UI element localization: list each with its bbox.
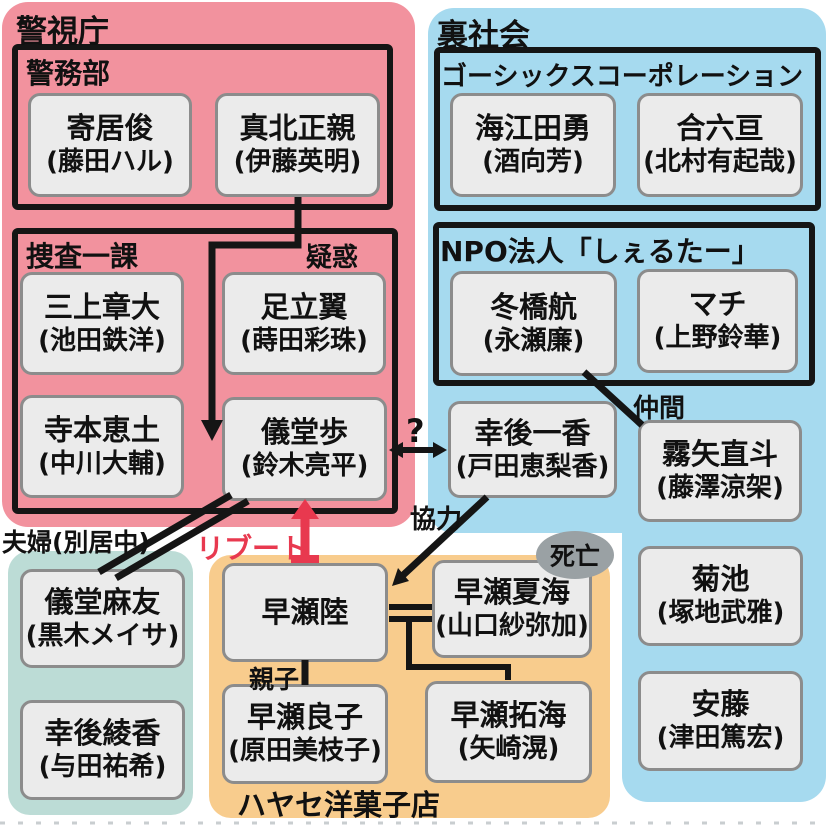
couple-separated-label: 夫婦(別居中): [2, 528, 150, 557]
person-name: 早瀬夏海: [453, 575, 570, 609]
person-card-hayase-natsumi: 早瀬夏海 (山口紗弥加): [432, 560, 592, 658]
person-actor: (矢崎滉): [457, 734, 560, 764]
person-actor: (黒木メイサ): [25, 620, 180, 651]
person-actor: (酒向芳): [482, 147, 584, 177]
comrade-label: 仲間: [633, 394, 686, 424]
person-name: 儀堂歩: [260, 415, 348, 449]
person-name: 安藤: [691, 687, 750, 721]
person-name: 寄居俊: [66, 111, 154, 145]
person-card-gidou-mayu: 儀堂麻友 (黒木メイサ): [20, 569, 185, 668]
person-card-hayase-ryouko: 早瀬良子 (原田美枝子): [222, 684, 388, 784]
keimubu-title: 警務部: [26, 57, 111, 90]
person-actor: (鈴木亮平): [240, 451, 369, 481]
person-card-machi: マチ (上野鈴華): [637, 269, 798, 373]
person-name: 足立翼: [260, 289, 348, 324]
person-card-fuyuhashi: 冬橋航 (永瀬廉): [450, 271, 617, 376]
person-name: 真北正親: [239, 111, 356, 145]
question-label: ?: [406, 412, 425, 450]
person-name: 菊池: [691, 562, 750, 596]
person-actor: (永瀬廉): [482, 325, 585, 356]
bakery-title: ハヤセ洋菓子店: [237, 788, 441, 822]
npo-title: NPO法人「しぇるたー」: [440, 235, 760, 268]
gosix-title: ゴーシックスコーポレーション: [441, 62, 804, 92]
person-name: 寺本恵土: [43, 412, 160, 447]
person-name: 霧矢直斗: [661, 437, 778, 471]
person-actor: (藤澤涼架): [656, 473, 784, 503]
person-card-yorii: 寄居俊 (藤田ハル): [28, 93, 192, 197]
person-actor: (塚地武雅): [656, 598, 785, 628]
cooperation-label: 協力: [410, 505, 463, 535]
person-card-kougo-ayaka: 幸後綾香 (与田祐希): [20, 700, 185, 800]
person-name: 三上章大: [43, 289, 160, 324]
person-card-andou: 安藤 (津田篤宏): [638, 671, 803, 771]
person-actor: (藤田ハル): [46, 147, 174, 177]
person-name: 海江田勇: [474, 111, 591, 145]
person-card-kougo-ichika: 幸後一香 (戸田恵梨香): [448, 401, 617, 498]
person-name: 早瀬良子: [246, 700, 363, 734]
person-card-makita: 真北正親 (伊藤英明): [215, 93, 380, 197]
person-card-kaieda: 海江田勇 (酒向芳): [450, 93, 616, 197]
person-card-adachi: 足立翼 (蒔田彩珠): [222, 272, 386, 375]
person-card-mikami: 三上章大 (池田鉄洋): [20, 272, 184, 375]
person-actor: (上野鈴華): [653, 323, 782, 353]
person-card-gidou: 儀堂歩 (鈴木亮平): [222, 397, 387, 501]
sousaikka-title: 捜査一課: [26, 240, 139, 273]
person-name: 幸後綾香: [44, 716, 161, 750]
person-actor: (蒔田彩珠): [240, 325, 368, 356]
person-card-kikuchi: 菊池 (塚地武雅): [638, 546, 803, 646]
person-name: 冬橋航: [489, 289, 577, 324]
underworld-title: 裏社会: [437, 18, 530, 54]
person-actor: (中川大輔): [38, 448, 166, 479]
person-card-hayase-takumi: 早瀬拓海 (矢崎滉): [425, 681, 592, 783]
person-actor: (伊藤英明): [233, 147, 362, 177]
deceased-badge: 死亡: [536, 531, 614, 579]
gosix-box: [434, 47, 821, 211]
person-actor: (津田篤宏): [656, 723, 785, 753]
police-title: 警視庁: [16, 14, 109, 50]
keimubu-box: [12, 44, 393, 210]
person-actor: (戸田恵梨香): [455, 451, 610, 482]
parent-child-label: 親子: [249, 665, 300, 694]
person-actor: (与田祐希): [38, 752, 167, 782]
person-name: マチ: [688, 287, 747, 321]
person-card-hayase-riku: 早瀬陸: [222, 563, 388, 662]
person-card-kiriya: 霧矢直斗 (藤澤涼架): [638, 420, 802, 522]
person-actor: (北村有起哉): [643, 147, 797, 177]
person-actor: (山口紗弥加): [435, 611, 589, 641]
reboot-label: リブート: [196, 532, 309, 565]
person-card-gouroku: 合六亘 (北村有起哉): [637, 93, 803, 197]
person-name: 合六亘: [676, 111, 764, 145]
person-name: 早瀬拓海: [450, 698, 567, 732]
person-card-teramoto: 寺本恵土 (中川大輔): [20, 395, 184, 498]
person-actor: (池田鉄洋): [38, 325, 166, 356]
deceased-label: 死亡: [549, 542, 600, 571]
suspicion-label: 疑惑: [306, 243, 359, 273]
person-actor: (原田美枝子): [228, 736, 382, 766]
person-name: 幸後一香: [474, 415, 591, 450]
person-name: 儀堂麻友: [44, 584, 161, 619]
person-name: 早瀬陸: [261, 595, 349, 629]
